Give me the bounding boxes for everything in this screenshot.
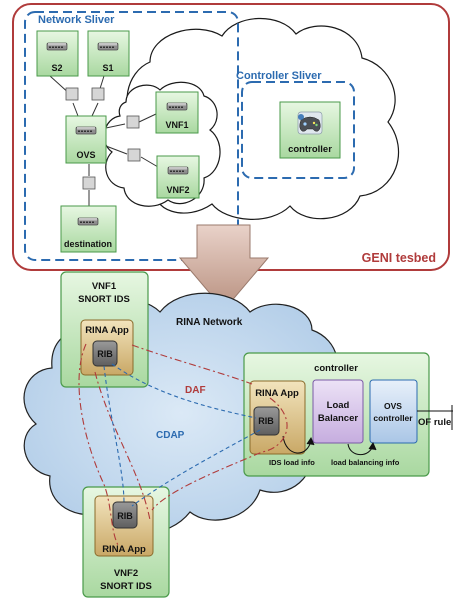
rina-controller-title: controller xyxy=(314,363,358,374)
controller-sliver-title: Controller Sliver xyxy=(236,70,322,82)
node-controller: controller xyxy=(279,101,341,159)
cdap-label: CDAP xyxy=(156,430,185,441)
controller-rib xyxy=(253,406,280,436)
vnf1-rib xyxy=(92,340,118,367)
load-balancer-line2: Balancer xyxy=(318,413,358,424)
ids-load-info-label: IDS load info xyxy=(269,458,315,467)
vnf2-title-line2: SNORT IDS xyxy=(100,581,152,592)
node-controller-label: controller xyxy=(288,144,332,155)
vnf1-snort-box: VNF1 SNORT IDS RINA App RIB xyxy=(60,271,149,388)
node-vnf2-label: VNF2 xyxy=(166,185,189,195)
node-s1-label: S1 xyxy=(102,63,113,73)
ovs-controller-box xyxy=(369,379,418,444)
vnf2-rina-app-label: RINA App xyxy=(102,544,146,555)
ovs-controller-line2: controller xyxy=(373,413,413,423)
node-vnf2: VNF2 xyxy=(156,155,200,199)
gamepad-icon xyxy=(297,111,323,135)
switch-icon xyxy=(97,42,119,51)
network-sliver-box xyxy=(24,11,239,261)
node-s1: S1 xyxy=(87,30,130,77)
node-s2: S2 xyxy=(36,30,79,77)
vnf1-rina-app-label: RINA App xyxy=(85,325,129,336)
controller-arrows xyxy=(282,435,377,456)
controller-rina-app-label: RINA App xyxy=(255,388,299,399)
switch-icon xyxy=(46,42,68,51)
switch-icon xyxy=(167,166,189,175)
node-vnf1-label: VNF1 xyxy=(165,120,188,130)
vnf1-title-line1: VNF1 xyxy=(92,281,117,292)
daf-label: DAF xyxy=(185,385,206,396)
link-ports xyxy=(65,87,141,190)
vnf1-title-line2: SNORT IDS xyxy=(78,294,130,305)
rina-network-label: RINA Network xyxy=(176,317,243,328)
node-ovs-label: OVS xyxy=(76,150,95,160)
node-vnf1: VNF1 xyxy=(155,91,199,134)
rina-controller-box: controller RINA App RIB Load Balancer OV… xyxy=(243,352,430,477)
cdap-lines xyxy=(103,363,261,507)
vnf2-rib xyxy=(112,501,138,529)
vnf1-rib-label: RIB xyxy=(97,349,113,359)
switch-icon xyxy=(75,126,97,135)
load-balancing-info-label: load balancing info xyxy=(331,458,400,467)
load-balancer-box xyxy=(312,379,364,444)
of-rules-label: OF rule xyxy=(418,417,451,428)
network-sliver-title: Network Sliver xyxy=(38,14,115,26)
geni-testbed-label: GENI tesbed xyxy=(362,251,436,265)
controller-sliver-box xyxy=(241,81,355,179)
down-arrow xyxy=(178,224,270,311)
load-balancer-line1: Load xyxy=(327,400,350,411)
daf-lines xyxy=(78,343,288,546)
node-destination: destination xyxy=(60,205,117,253)
vnf2-rib-label: RIB xyxy=(117,511,133,521)
node-ovs: OVS xyxy=(65,115,107,164)
controller-rib-label: RIB xyxy=(258,416,274,426)
switch-icon xyxy=(166,102,188,111)
ovs-controller-line1: OVS xyxy=(384,401,402,411)
node-s2-label: S2 xyxy=(51,63,62,73)
switch-icon xyxy=(77,217,99,226)
vnf2-snort-box: RIB RINA App VNF2 SNORT IDS xyxy=(82,486,170,598)
vnf2-title-line1: VNF2 xyxy=(114,568,138,579)
node-destination-label: destination xyxy=(64,239,112,249)
